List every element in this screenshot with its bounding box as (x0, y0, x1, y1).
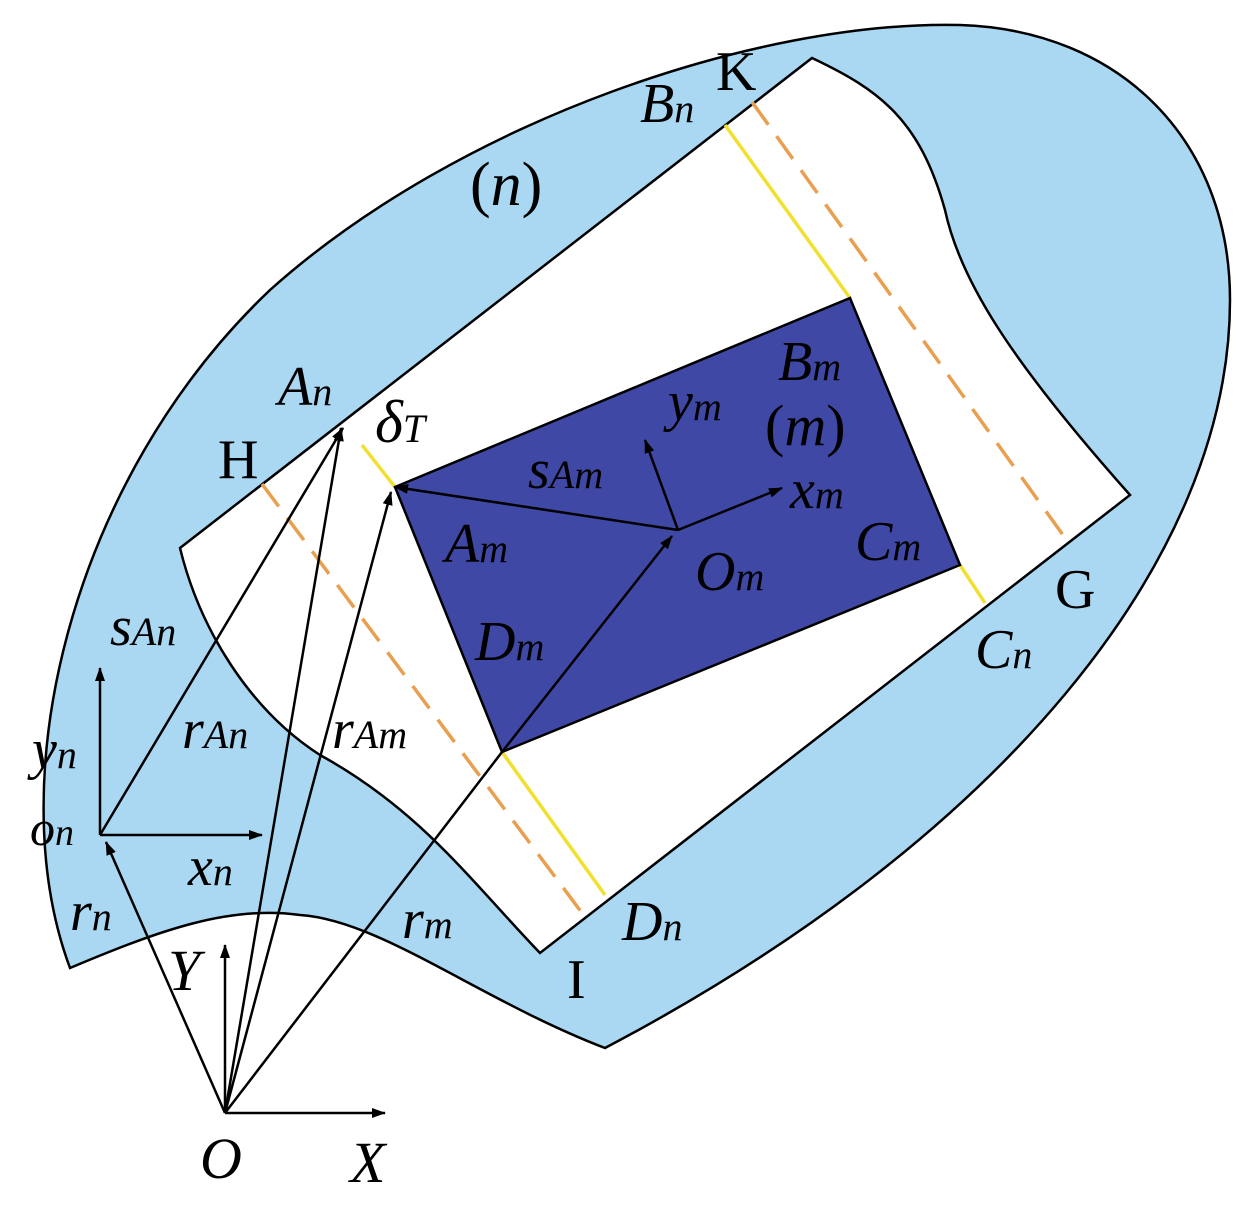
dashed-line-left (260, 482, 587, 919)
label-xn: xn (187, 836, 233, 898)
label-r-Am: rAm (332, 699, 407, 761)
label-Bm: Bm (778, 331, 841, 393)
label-r-An: rAn (182, 699, 248, 761)
label-G: G (1055, 559, 1095, 621)
label-Am: Am (441, 513, 508, 575)
vector-s-an (98, 427, 345, 836)
axis-xm (677, 486, 783, 532)
vector-dm-om (501, 535, 673, 753)
vector-r-n (104, 841, 227, 1114)
vector-r-am (223, 491, 393, 1114)
label-on: on (30, 800, 74, 856)
label-body-n: (n) (470, 151, 542, 219)
label-K: K (716, 41, 756, 103)
label-Cn: Cn (975, 619, 1032, 681)
label-I: I (567, 949, 586, 1011)
vector-r-an (223, 427, 344, 1114)
label-r-n: rn (70, 881, 112, 943)
label-Dn: Dn (621, 891, 682, 953)
axis-ym (643, 439, 680, 531)
label-X: X (348, 1130, 388, 1195)
label-An: An (274, 356, 332, 418)
label-O: O (200, 1126, 242, 1191)
label-yn: yn (27, 719, 77, 781)
yellow-line-left (360, 443, 397, 489)
label-s-Am: sAm (528, 439, 603, 501)
label-Om: Om (695, 541, 764, 603)
label-Cm: Cm (855, 511, 921, 573)
label-r-m: rm (402, 889, 453, 951)
label-Y: Y (168, 938, 206, 1003)
dashed-line-right (750, 100, 1065, 537)
yellow-line-bottom (500, 750, 607, 897)
label-s-An: sAn (110, 596, 176, 658)
label-H: H (218, 429, 258, 491)
label-ym: ym (663, 371, 722, 433)
label-Dm: Dm (474, 611, 544, 673)
label-body-m: (m) (765, 393, 846, 458)
label-xm: xm (789, 459, 844, 521)
body-m-rect (393, 296, 962, 754)
label-delta-T: δT (375, 389, 428, 455)
vector-s-am (394, 484, 679, 532)
yellow-line-right (958, 564, 987, 604)
label-Bn: Bn (640, 73, 694, 135)
vector-r-m (224, 751, 503, 1114)
yellow-line-top (723, 123, 852, 300)
